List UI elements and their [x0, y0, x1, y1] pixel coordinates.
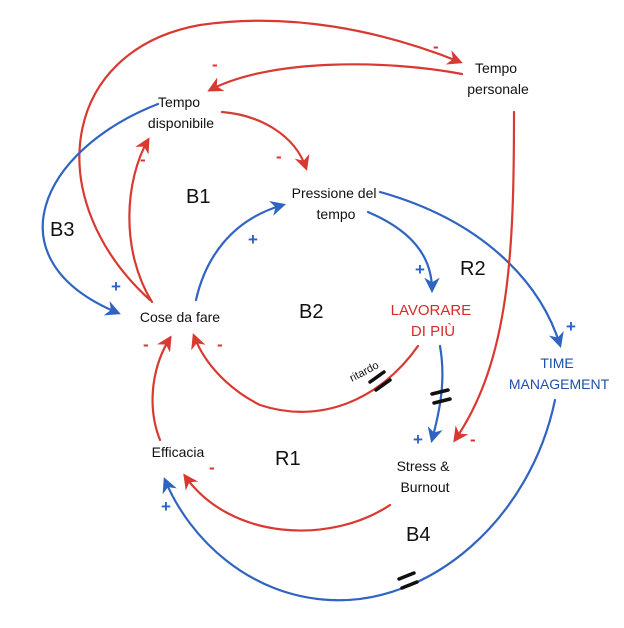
loop-label-b2: B2	[299, 301, 323, 323]
link-tempo-disponibile-to-cose	[41, 102, 160, 316]
polarity-plus-lavorare: +	[415, 260, 425, 279]
polarity-minus-stress: -	[470, 430, 476, 449]
loop-label-r1: R1	[275, 448, 301, 470]
polarity-plus-cose-da-fare: +	[111, 277, 121, 296]
node-lavorare-di-piu: LAVORARE DI PIÙ	[391, 302, 476, 340]
link-cose-to-pressione	[194, 200, 286, 302]
link-pressione-to-time-management	[378, 190, 564, 348]
link-pressione-to-lavorare	[366, 210, 440, 294]
polarity-minus-cose-left: -	[143, 335, 149, 354]
polarity-plus-stress: +	[413, 430, 423, 449]
polarity-minus-tempo-disponibile-left: -	[140, 150, 146, 169]
delay-mark-lavorare-cose	[368, 370, 392, 392]
polarity-minus-pressione: -	[276, 147, 282, 166]
loop-label-b4: B4	[406, 524, 430, 546]
link-time-management-to-efficacia	[162, 398, 557, 602]
loop-label-b1: B1	[186, 186, 210, 208]
link-stress-to-efficacia	[183, 473, 392, 532]
polarity-plus-pressione: +	[248, 230, 258, 249]
polarity-plus-time-management: +	[566, 317, 576, 336]
node-stress-burnout: Stress & Burnout	[397, 458, 454, 495]
polarity-plus-efficacia: +	[161, 497, 171, 516]
link-tempo-personale-to-stress	[453, 110, 516, 443]
polarity-minus-efficacia: -	[209, 458, 215, 477]
loop-label-b3: B3	[50, 219, 74, 241]
delay-mark-time-management-efficacia	[397, 571, 419, 590]
loop-label-r2: R2	[460, 258, 486, 280]
link-lavorare-to-cose	[191, 333, 420, 413]
link-cose-to-tempo-personale	[78, 19, 463, 302]
link-tempo-disponibile-to-pressione	[220, 110, 310, 171]
node-pressione-del-tempo: Pressione del tempo	[292, 185, 381, 222]
link-cose-to-tempo-disponibile	[128, 137, 154, 304]
polarity-minus-tempo-personale-top: -	[433, 37, 439, 56]
node-time-management: TIME MANAGEMENT	[509, 355, 610, 392]
delay-mark-lavorare-stress	[430, 388, 452, 405]
link-lavorare-to-stress	[427, 344, 444, 443]
link-efficacia-to-cose	[151, 335, 172, 442]
node-tempo-disponibile: Tempo disponibile	[148, 94, 214, 131]
node-efficacia: Efficacia	[152, 444, 205, 460]
node-cose-da-fare: Cose da fare	[140, 309, 220, 325]
delay-label: ritardo	[348, 359, 381, 384]
node-tempo-personale: Tempo personale	[467, 60, 529, 97]
polarity-minus-tempo-disponibile-top: -	[212, 55, 218, 74]
link-tempo-personale-to-tempo-disponibile	[207, 63, 464, 92]
polarity-minus-cose-right: -	[217, 335, 223, 354]
